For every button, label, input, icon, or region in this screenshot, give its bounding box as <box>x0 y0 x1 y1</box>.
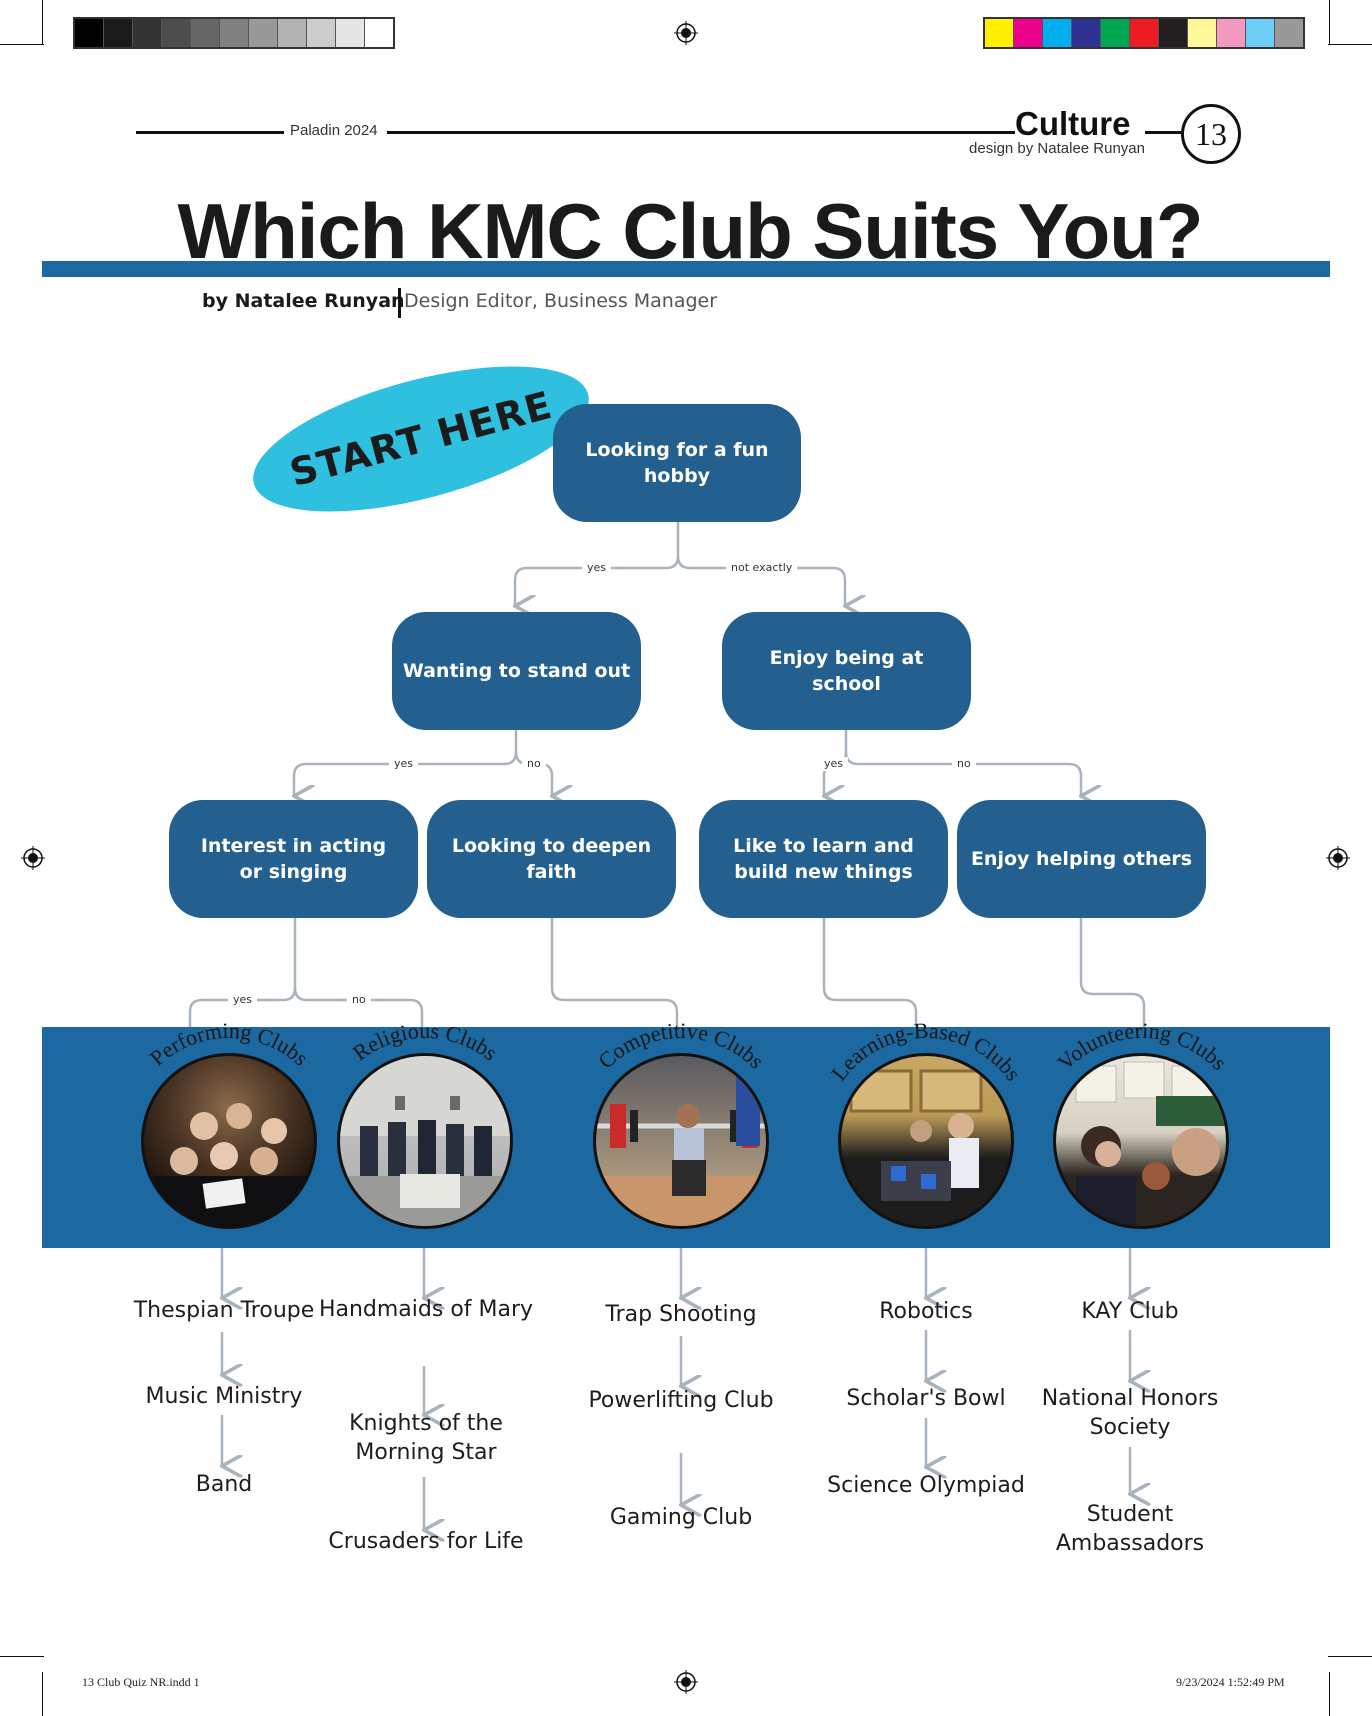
edge-label-stand-out-yes: yes <box>389 757 419 771</box>
club-music-ministry: Music Ministry <box>145 1384 303 1409</box>
registration-mark-icon <box>674 21 698 45</box>
club-handmaids-of-mary: Handmaids of Mary <box>318 1297 534 1322</box>
club-band: Band <box>195 1472 253 1497</box>
edge-label-root-yes: yes <box>582 561 612 575</box>
club-trap-shooting: Trap Shooting <box>605 1302 757 1327</box>
grayscale-color-bar <box>73 17 395 49</box>
edge-label-acting-yes: yes <box>228 993 258 1007</box>
question-acting-singing[interactable]: Interest in acting or singing <box>169 800 418 918</box>
header-rule-left <box>136 131 284 134</box>
page-number: 13 <box>1181 104 1241 164</box>
edge-label-root-no: not exactly <box>726 561 798 575</box>
byline-author: by Natalee Runyan <box>202 290 405 312</box>
club-crusaders-for-life: Crusaders for Life <box>328 1529 524 1554</box>
question-learn-build[interactable]: Like to learn and build new things <box>699 800 948 918</box>
question-stand-out[interactable]: Wanting to stand out <box>392 612 641 730</box>
club-robotics: Robotics <box>879 1299 973 1324</box>
photo-performing-choir <box>141 1053 317 1229</box>
page-number-text: 13 <box>1195 115 1227 152</box>
club-national-honors-society: National Honors Society <box>1041 1386 1219 1440</box>
publication-name: Paladin 2024 <box>290 122 378 139</box>
edge-label-stand-out-no: no <box>522 757 546 771</box>
club-kay-club: KAY Club <box>1081 1299 1179 1324</box>
question-fun-hobby[interactable]: Looking for a fun hobby <box>553 404 801 522</box>
question-deepen-faith[interactable]: Looking to deepen faith <box>427 800 676 918</box>
edge-label-school-yes: yes <box>819 757 849 771</box>
byline-divider <box>398 288 401 318</box>
photo-religious-group <box>337 1053 513 1229</box>
club-powerlifting: Powerlifting Club <box>588 1388 774 1413</box>
club-thespian-troupe: Thespian Troupe <box>133 1298 315 1323</box>
title-underline-bar <box>42 261 1330 277</box>
designer-credit: design by Natalee Runyan <box>969 140 1145 157</box>
edge-label-acting-no: no <box>347 993 371 1007</box>
header-rule-middle <box>387 131 1015 134</box>
header-rule-right <box>1145 131 1181 134</box>
byline-role: Design Editor, Business Manager <box>404 290 718 312</box>
footer-timestamp: 9/23/2024 1:52:49 PM <box>1176 1675 1285 1689</box>
club-science-olympiad: Science Olympiad <box>827 1473 1025 1498</box>
photo-learning-robotics <box>838 1053 1014 1229</box>
club-student-ambassadors: Student Ambassadors <box>1055 1502 1205 1556</box>
registration-mark-icon <box>674 1670 698 1694</box>
club-knights-morning-star: Knights of the Morning Star <box>349 1411 503 1465</box>
page-title: Which KMC Club Suits You? <box>177 187 1203 275</box>
section-title: Culture <box>1015 105 1131 142</box>
cmyk-color-bar <box>983 17 1305 49</box>
photo-competitive-powerlifting <box>593 1053 769 1229</box>
club-scholars-bowl: Scholar's Bowl <box>846 1386 1006 1411</box>
footer-file-name: 13 Club Quiz NR.indd 1 <box>82 1675 200 1689</box>
question-helping-others[interactable]: Enjoy helping others <box>957 800 1206 918</box>
club-gaming: Gaming Club <box>609 1505 753 1530</box>
edge-label-school-no: no <box>952 757 976 771</box>
registration-mark-icon <box>21 846 45 870</box>
question-enjoy-school[interactable]: Enjoy being at school <box>722 612 971 730</box>
photo-volunteering <box>1053 1053 1229 1229</box>
registration-mark-icon <box>1326 846 1350 870</box>
